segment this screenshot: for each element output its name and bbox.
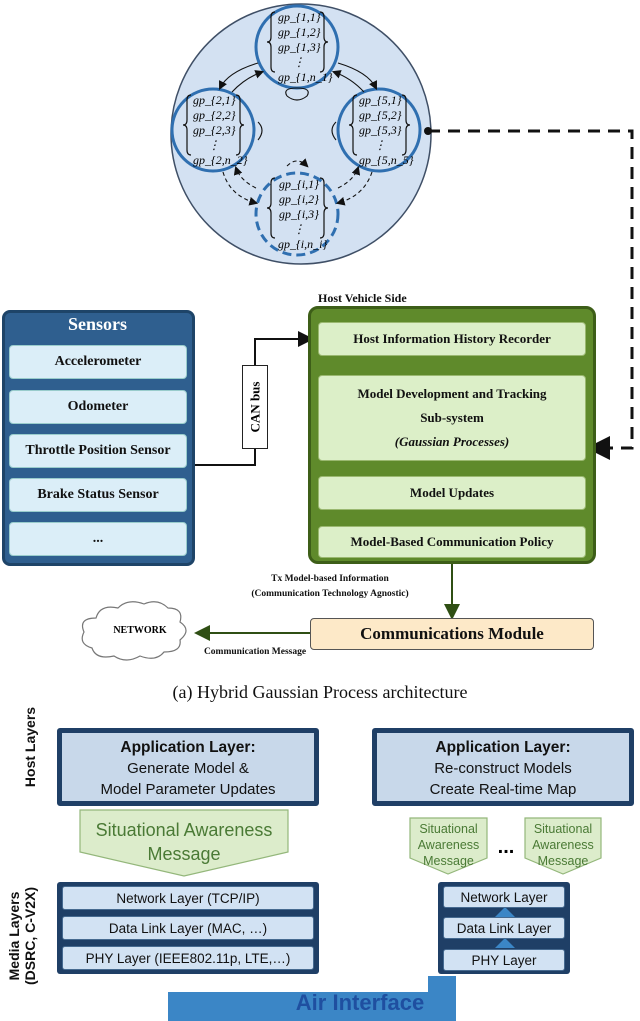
sensors-title: Sensors: [67, 314, 127, 334]
network-cloud: [81, 601, 187, 661]
sa-message-line2: Message: [147, 844, 221, 864]
gp-item: ⋮: [208, 138, 220, 152]
gp-item: ⋮: [374, 138, 386, 152]
gp-list-left: gp_{2,1} gp_{2,2} gp_{2,3} ⋮ gp_{2,n_2}: [193, 93, 248, 168]
right-network-layer: Network Layer: [443, 886, 565, 908]
air-interface-label: Air Interface: [295, 990, 425, 1015]
media-layers-line2: (DSRC, C-V2X): [22, 887, 38, 986]
sensor-more: ...: [9, 522, 187, 556]
brace-marks: [182, 11, 411, 239]
gp-item: gp_{2,1}: [193, 93, 236, 107]
sensor-odometer: Odometer: [9, 390, 187, 424]
sensor-accelerometer: Accelerometer: [9, 345, 187, 379]
sa-ellipsis: ...: [497, 836, 515, 858]
right-app-title: Application Layer:: [435, 739, 571, 756]
communication-message-label: Communication Message: [203, 647, 307, 657]
communications-module: Communications Module: [310, 618, 594, 650]
sa-small-left-text: Situational Awareness Message: [410, 821, 487, 869]
air-interface-arrow: [168, 976, 456, 1021]
right-up-arrow-1: [495, 938, 515, 948]
host-layers-label: Host Layers: [22, 706, 38, 788]
sensor-throttle: Throttle Position Sensor: [9, 434, 187, 468]
right-up-arrow-2: [495, 907, 515, 917]
left-app-title: Application Layer:: [120, 739, 256, 756]
sensor-brake: Brake Status Sensor: [9, 478, 187, 512]
gp-item: ⋮: [293, 222, 305, 236]
gp-item: gp_{2,3}: [193, 123, 236, 137]
gp-item: gp_{5,1}: [359, 93, 402, 107]
sa-message-line1: Situational Awareness: [95, 820, 273, 840]
right-app-line2: Create Real-time Map: [429, 781, 577, 798]
canbus-to-host-arrow: [254, 331, 314, 365]
media-layers-label: Media Layers (DSRC, C-V2X): [6, 872, 38, 1000]
gp-item: gp_{i,n_i}: [278, 237, 328, 251]
right-datalink-layer: Data Link Layer: [443, 917, 565, 939]
sa-small-line3: Message: [423, 854, 474, 868]
gp-list-bottom: gp_{i,1} gp_{i,2} gp_{i,3} ⋮ gp_{i,n_i}: [278, 177, 328, 252]
model-dev-line2: Sub-system: [420, 410, 484, 425]
sa-message-text: Situational Awareness Message: [80, 818, 288, 866]
gp-item: gp_{1,2}: [278, 25, 321, 39]
host-vehicle-label: Host Vehicle Side: [318, 291, 407, 305]
network-label: NETWORK: [113, 625, 167, 636]
history-recorder-box: Host Information History Recorder: [318, 322, 586, 356]
sa-small-line1: Situational: [533, 822, 593, 836]
left-phy-layer: PHY Layer (IEEE802.11p, LTE,…): [62, 946, 314, 970]
transition-arrows: [219, 62, 377, 141]
gp-list-top: gp_{1,1} gp_{1,2} gp_{1,3} ⋮ gp_{1,n_1}: [278, 10, 333, 85]
can-bus-label: CAN bus: [247, 381, 262, 433]
right-app-line1: Re-construct Models: [434, 760, 572, 777]
sa-small-right: [524, 817, 602, 875]
left-network-layer: Network Layer (TCP/IP): [62, 886, 314, 910]
right-phy-layer: PHY Layer: [443, 949, 565, 971]
sa-small-line2: Awareness: [532, 838, 594, 852]
left-app-line1: Generate Model &: [127, 760, 249, 777]
model-dev-line3: (Gaussian Processes): [394, 434, 510, 449]
sa-message-arrow: [79, 809, 289, 877]
gp-item: gp_{i,3}: [279, 207, 319, 221]
gp-item: gp_{i,2}: [279, 192, 319, 206]
gp-cluster-2: [170, 87, 256, 173]
left-app-line2: Model Parameter Updates: [100, 781, 276, 798]
left-application-layer: Application Layer: Generate Model & Mode…: [57, 728, 319, 806]
can-bus-box: CAN bus: [242, 365, 268, 449]
gp-cluster-i: [254, 171, 340, 257]
gp-item: gp_{5,3}: [359, 123, 402, 137]
gp-item: gp_{2,2}: [193, 108, 236, 122]
sa-small-left: [409, 817, 488, 875]
sensor-to-canbus-line: [195, 449, 256, 466]
dashed-transition-arrows: [222, 158, 373, 206]
gp-item: ⋮: [293, 55, 305, 69]
gp-cluster-5: [336, 87, 422, 173]
gp-list-right: gp_{5,1} gp_{5,2} gp_{5,3} ⋮ gp_{5,n_5}: [359, 93, 414, 168]
gp-item: gp_{1,n_1}: [278, 70, 333, 84]
model-development-box: Model Development and Tracking Sub-syste…: [318, 375, 586, 461]
model-dev-line1: Model Development and Tracking: [357, 386, 547, 401]
feedback-dashed-link: [428, 129, 634, 460]
gp-item: gp_{2,n_2}: [193, 153, 248, 167]
figure-caption: (a) Hybrid Gaussian Process architecture: [172, 682, 468, 702]
media-layers-line1: Media Layers: [6, 891, 22, 981]
gp-item: gp_{5,n_5}: [359, 153, 414, 167]
tx-label-line1: Tx Model-based Information: [271, 574, 389, 584]
gp-item: gp_{5,2}: [359, 108, 402, 122]
left-datalink-layer: Data Link Layer (MAC, …): [62, 916, 314, 940]
sa-small-line3: Message: [537, 854, 589, 868]
gp-item: gp_{i,1}: [279, 177, 319, 191]
right-application-layer: Application Layer: Re-construct Models C…: [372, 728, 634, 806]
comm-policy-box: Model-Based Communication Policy: [318, 526, 586, 558]
tx-label-line2: (Communication Technology Agnostic): [251, 589, 409, 599]
gp-item: gp_{1,1}: [278, 10, 321, 24]
sa-small-right-text: Situational Awareness Message: [525, 821, 601, 869]
sa-small-line2: Awareness: [417, 838, 480, 852]
sa-small-line1: Situational: [419, 822, 478, 836]
gp-item: gp_{1,3}: [278, 40, 321, 54]
model-updates-box: Model Updates: [318, 476, 586, 510]
